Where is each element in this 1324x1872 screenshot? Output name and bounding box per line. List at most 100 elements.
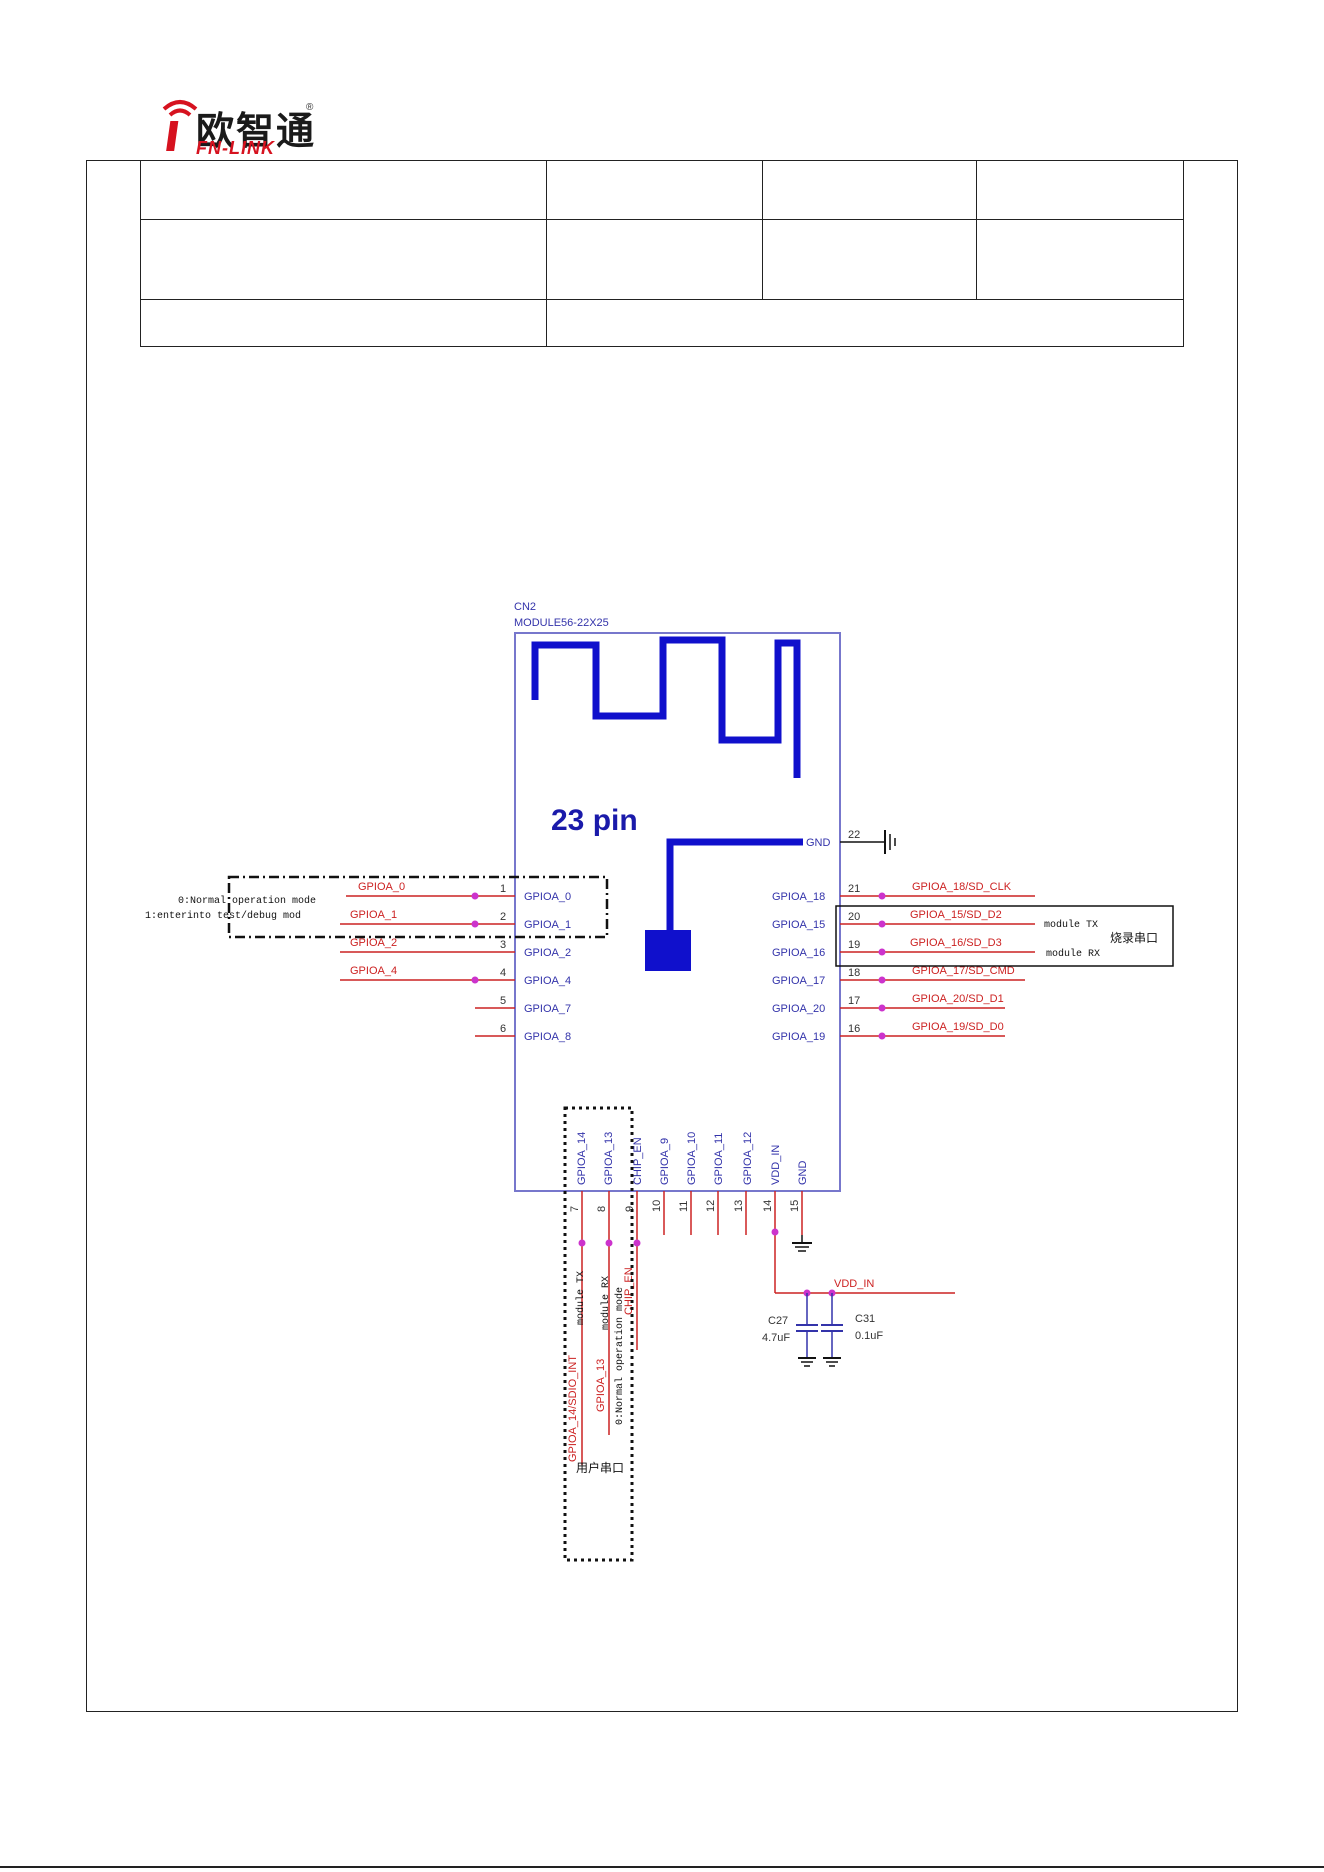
component-ref: CN2 bbox=[514, 601, 536, 613]
component-part: MODULE56-22X25 bbox=[514, 617, 609, 629]
user-uart-tx: module TX bbox=[575, 1271, 587, 1325]
pin-name: GPIOA_8 bbox=[524, 1031, 571, 1043]
page-bottom-rule bbox=[0, 1866, 1324, 1868]
pin-number: 14 bbox=[762, 1200, 774, 1212]
pin-name: GPIOA_4 bbox=[524, 975, 571, 987]
signal-logo-icon bbox=[162, 100, 198, 151]
table-cell bbox=[546, 160, 763, 220]
pin-name: GPIOA_9 bbox=[659, 1138, 671, 1185]
net-label: GPIOA_13 bbox=[595, 1359, 607, 1412]
burn-uart-rx: module RX bbox=[1046, 948, 1100, 960]
net-label: GPIOA_0 bbox=[358, 881, 405, 893]
pin-number: 21 bbox=[848, 883, 860, 895]
pin-name: GPIOA_10 bbox=[686, 1132, 698, 1185]
table-cell bbox=[975, 219, 1185, 300]
pin-number: 6 bbox=[500, 1023, 506, 1035]
net-label: GPIOA_17/SD_CMD bbox=[912, 965, 1015, 977]
table-cell bbox=[546, 219, 763, 300]
brand-name-cn: 欧智通 bbox=[196, 109, 317, 153]
user-uart-mode: 0:Normal operation mode bbox=[614, 1287, 626, 1425]
mode-note-line2: 1:enterinto test/debug mod bbox=[145, 910, 301, 922]
pin-name: GPIOA_15 bbox=[772, 919, 825, 931]
table-cell bbox=[762, 219, 977, 300]
burn-uart-box bbox=[835, 905, 1174, 967]
pin-number: 18 bbox=[848, 967, 860, 979]
ground-pad bbox=[645, 930, 691, 971]
spec-table bbox=[139, 160, 1185, 347]
pin-number: 9 bbox=[624, 1206, 636, 1212]
pin-number: 7 bbox=[569, 1206, 581, 1212]
net-label: GPIOA_2 bbox=[350, 937, 397, 949]
net-label: GPIOA_1 bbox=[350, 909, 397, 921]
left-pin-group: 1 2 3 4 5 6 GPIOA_0 GPIOA_1 GPIOA_2 GPIO… bbox=[145, 875, 609, 1043]
net-label: GPIOA_18/SD_CLK bbox=[912, 881, 1012, 893]
net-label: GPIOA_20/SD_D1 bbox=[912, 993, 1004, 1005]
bottom-pin-group: GPIOA_14 GPIOA_13 CHIP_EN GPIOA_9 GPIOA_… bbox=[563, 1106, 955, 1562]
pin-name: GPIOA_14 bbox=[576, 1132, 588, 1185]
power-net-label: VDD_IN bbox=[834, 1278, 874, 1290]
table-cell bbox=[762, 160, 977, 220]
pin-number: 20 bbox=[848, 911, 860, 923]
module-outline bbox=[514, 632, 841, 1192]
burn-uart-tx: module TX bbox=[1044, 919, 1098, 931]
pin-number: 22 bbox=[848, 829, 860, 841]
net-label: GPIOA_16/SD_D3 bbox=[910, 937, 1002, 949]
pin-name: GPIOA_16 bbox=[772, 947, 825, 959]
net-label: GPIOA_15/SD_D2 bbox=[910, 909, 1002, 921]
pin-number: 1 bbox=[500, 883, 506, 895]
pin-name: GPIOA_12 bbox=[742, 1132, 754, 1185]
antenna-trace bbox=[531, 636, 801, 778]
pin-number: 13 bbox=[733, 1200, 745, 1212]
table-cell bbox=[139, 219, 548, 300]
company-logo bbox=[160, 95, 310, 155]
user-uart-label: 用户串口 bbox=[576, 1460, 624, 1475]
pin-name: GPIOA_2 bbox=[524, 947, 571, 959]
net-label: GPIOA_14/SDIO_INT bbox=[567, 1355, 579, 1462]
pin-number: 17 bbox=[848, 995, 860, 1007]
user-uart-box bbox=[563, 1106, 634, 1562]
pin-number: 10 bbox=[651, 1200, 663, 1212]
pin-count-title: 23 pin bbox=[551, 804, 638, 837]
pin-name: GND bbox=[806, 837, 831, 849]
pin-number: 15 bbox=[789, 1200, 801, 1212]
registered-mark: ® bbox=[306, 102, 314, 113]
capacitor-ref: C27 bbox=[768, 1315, 788, 1327]
pin-name: GPIOA_18 bbox=[772, 891, 825, 903]
pin-name: GND bbox=[797, 1161, 809, 1186]
pin-number: 4 bbox=[500, 967, 506, 979]
pin-name: GPIOA_7 bbox=[524, 1003, 571, 1015]
pin-name: GPIOA_0 bbox=[524, 891, 571, 903]
pin-number: 8 bbox=[596, 1206, 608, 1212]
pin-number: 3 bbox=[500, 939, 506, 951]
pin-name: CHIP_EN bbox=[632, 1137, 644, 1185]
pin-name: GPIOA_20 bbox=[772, 1003, 825, 1015]
burn-uart-label: 烧录串口 bbox=[1110, 931, 1158, 945]
user-uart-rx: module RX bbox=[600, 1276, 612, 1330]
brand-name-en: FN-LINK bbox=[196, 138, 275, 158]
pin-number: 19 bbox=[848, 939, 860, 951]
capacitor-value: 0.1uF bbox=[855, 1330, 883, 1342]
net-label: GPIOA_19/SD_D0 bbox=[912, 1021, 1004, 1033]
pin-number: 12 bbox=[705, 1200, 717, 1212]
table-cell bbox=[975, 160, 1185, 220]
pin-name: GPIOA_19 bbox=[772, 1031, 825, 1043]
pin-name: GPIOA_13 bbox=[603, 1132, 615, 1185]
capacitor-value: 4.7uF bbox=[762, 1332, 790, 1344]
pin-name: VDD_IN bbox=[770, 1145, 782, 1185]
pin-number: 2 bbox=[500, 911, 506, 923]
mode-note-line1: 0:Normal operation mode bbox=[178, 895, 316, 907]
mode-note-box bbox=[227, 875, 609, 939]
table-cell bbox=[546, 299, 1184, 347]
pin-number: 16 bbox=[848, 1023, 860, 1035]
net-label: GPIOA_4 bbox=[350, 965, 397, 977]
pin-name: GPIOA_17 bbox=[772, 975, 825, 987]
right-pin-group: 22 21 20 19 18 17 16 GND GPIOA_18 GPIOA_… bbox=[772, 829, 1174, 1043]
pin-name: GPIOA_11 bbox=[713, 1133, 725, 1185]
ground-feed-trace bbox=[666, 838, 803, 930]
table-cell bbox=[139, 299, 548, 347]
pin-name: GPIOA_1 bbox=[524, 919, 571, 931]
pin-number: 5 bbox=[500, 995, 506, 1007]
capacitor-ref: C31 bbox=[855, 1313, 875, 1325]
pin-number: 11 bbox=[678, 1201, 690, 1212]
